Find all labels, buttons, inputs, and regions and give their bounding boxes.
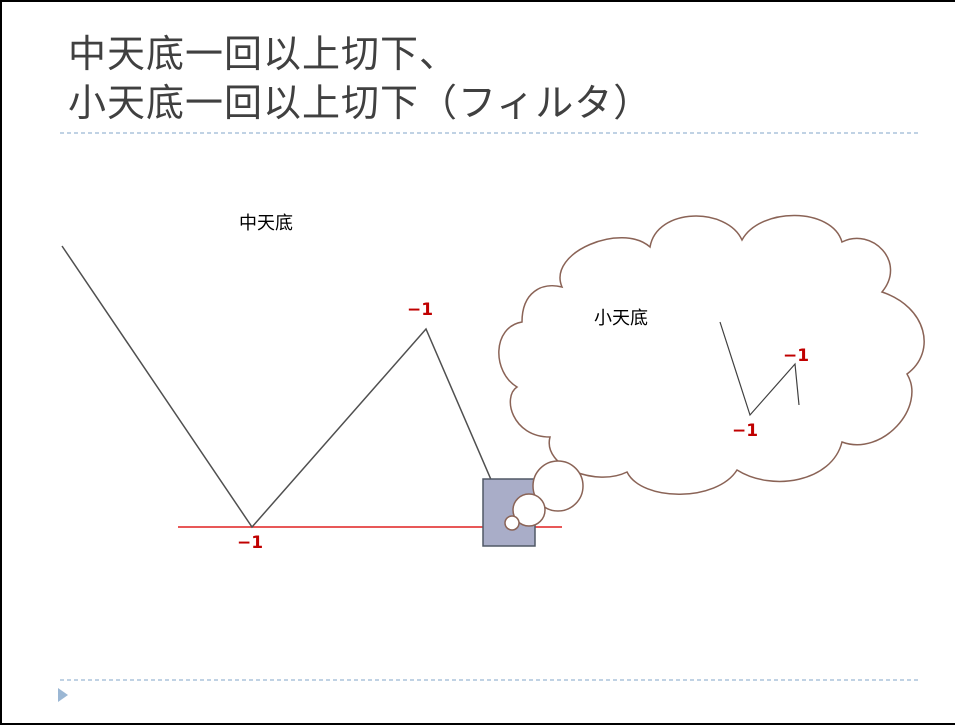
mid-zigzag-line bbox=[61, 245, 509, 529]
thought-bubble-large bbox=[532, 460, 584, 512]
thought-cloud bbox=[498, 214, 925, 531]
marker-mid-top: −1 bbox=[407, 300, 434, 320]
marker-small-top: −1 bbox=[783, 346, 810, 366]
thought-bubble-medium bbox=[512, 493, 546, 527]
cloud-body bbox=[498, 214, 925, 495]
thought-bubble-small bbox=[504, 515, 520, 531]
title-line-1: 中天底一回以上切下、 bbox=[68, 32, 459, 76]
triangle-right-icon[interactable] bbox=[58, 688, 68, 702]
marker-mid-bottom: −1 bbox=[237, 533, 264, 553]
small-zigzag-line bbox=[719, 321, 800, 417]
mid-wave-label: 中天底 bbox=[239, 213, 293, 234]
title-line-2: 小天底一回以上切下（フィルタ） bbox=[68, 81, 653, 125]
slide-title: 中天底一回以上切下、 小天底一回以上切下（フィルタ） bbox=[68, 30, 652, 128]
marker-small-bottom: −1 bbox=[732, 421, 759, 441]
small-wave-label: 小天底 bbox=[594, 308, 648, 329]
